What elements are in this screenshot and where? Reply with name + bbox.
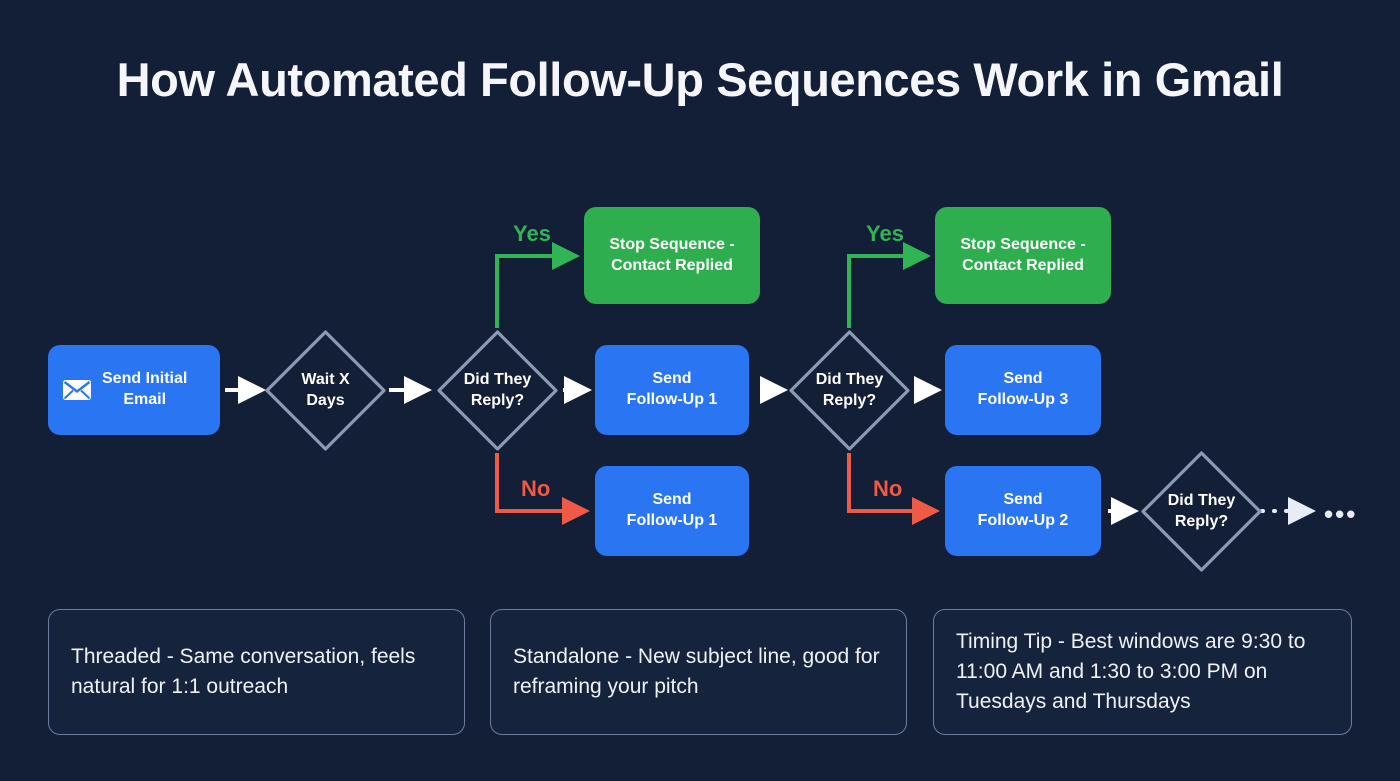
node-label: Wait X Days bbox=[301, 370, 350, 409]
node-wait-x-days[interactable]: Wait X Days bbox=[262, 327, 389, 454]
node-stop-sequence-2[interactable]: Stop Sequence - Contact Replied bbox=[935, 207, 1111, 304]
note-card-timing-tip: Timing Tip - Best windows are 9:30 to 11… bbox=[933, 609, 1352, 735]
node-stop-sequence-1[interactable]: Stop Sequence - Contact Replied bbox=[584, 207, 760, 304]
node-send-follow-up-3[interactable]: Send Follow-Up 3 bbox=[945, 345, 1101, 435]
node-label: Did They Reply? bbox=[1167, 491, 1236, 530]
node-send-follow-up-1-middle[interactable]: Send Follow-Up 1 bbox=[595, 345, 749, 435]
diamond-shape bbox=[265, 330, 386, 451]
node-label: Stop Sequence - Contact Replied bbox=[609, 235, 735, 274]
node-label: Send Follow-Up 2 bbox=[977, 491, 1069, 529]
note-card-standalone: Standalone - New subject line, good for … bbox=[490, 609, 907, 735]
note-text: Standalone - New subject line, good for … bbox=[513, 645, 880, 698]
node-send-follow-up-1-no-branch[interactable]: Send Follow-Up 1 bbox=[595, 466, 749, 556]
node-label: Did They Reply? bbox=[463, 370, 532, 409]
note-text: Threaded - Same conversation, feels natu… bbox=[71, 645, 416, 698]
note-text: Timing Tip - Best windows are 9:30 to 11… bbox=[956, 630, 1306, 713]
node-label: Send Initial Email bbox=[102, 370, 188, 408]
edge-label-no-1: No bbox=[521, 476, 551, 501]
node-label: Stop Sequence - Contact Replied bbox=[960, 235, 1086, 274]
node-send-initial-email[interactable]: Send Initial Email bbox=[48, 345, 220, 435]
diamond-shape bbox=[1141, 451, 1262, 572]
diamond-shape bbox=[789, 330, 910, 451]
node-did-they-reply-1[interactable]: Did They Reply? bbox=[434, 327, 561, 454]
edge-label-yes-2: Yes bbox=[866, 221, 904, 246]
edge-label-no-2: No bbox=[873, 476, 903, 501]
diamond-shape bbox=[437, 330, 558, 451]
note-card-threaded: Threaded - Same conversation, feels natu… bbox=[48, 609, 465, 735]
envelope-icon bbox=[63, 380, 91, 400]
node-did-they-reply-2[interactable]: Did They Reply? bbox=[786, 327, 913, 454]
node-label: Send Follow-Up 1 bbox=[626, 491, 718, 529]
continuation-ellipsis: ••• bbox=[1324, 499, 1358, 529]
node-did-they-reply-3[interactable]: Did They Reply? bbox=[1138, 448, 1265, 575]
page-title: How Automated Follow-Up Sequences Work i… bbox=[116, 53, 1284, 106]
node-label: Did They Reply? bbox=[815, 370, 884, 409]
edge-label-yes-1: Yes bbox=[513, 221, 551, 246]
node-send-follow-up-2[interactable]: Send Follow-Up 2 bbox=[945, 466, 1101, 556]
edge-decision2-yes bbox=[847, 242, 931, 328]
node-label: Send Follow-Up 3 bbox=[977, 370, 1069, 408]
node-label: Send Follow-Up 1 bbox=[626, 370, 718, 408]
edge-decision1-yes bbox=[495, 242, 580, 328]
